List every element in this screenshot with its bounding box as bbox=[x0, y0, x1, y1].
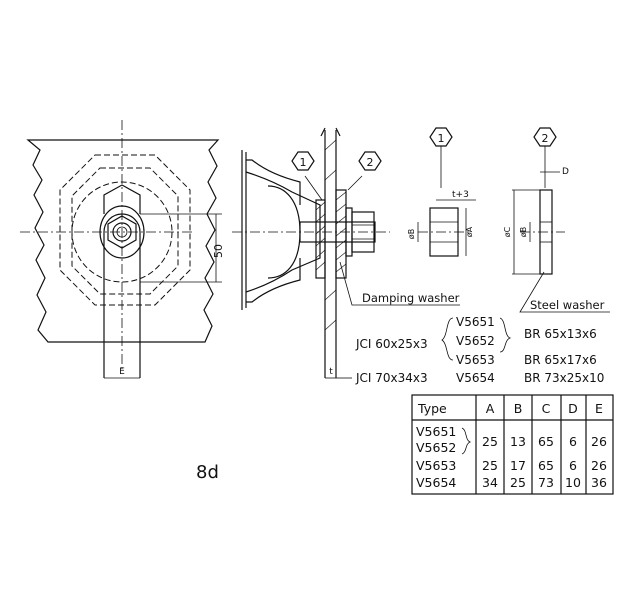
table-header-A: A bbox=[486, 401, 495, 416]
damping-washer-left bbox=[315, 199, 326, 279]
table-header-E: E bbox=[595, 401, 603, 416]
spec-type-v5652: V5652 bbox=[456, 334, 495, 348]
spec-type-v5654: V5654 bbox=[456, 371, 495, 385]
table-row-3-B: 25 bbox=[510, 475, 526, 490]
table-row-3-E: 36 bbox=[591, 475, 607, 490]
dim-50: 50 bbox=[212, 244, 225, 258]
table-row-1-C: 65 bbox=[538, 434, 554, 449]
dim-phiA: øA bbox=[465, 226, 474, 237]
table-row-2-C: 65 bbox=[538, 458, 554, 473]
spec-br-1: BR 65x13x6 bbox=[524, 327, 597, 341]
figure-label: 8d bbox=[196, 462, 219, 483]
dim-phiB-2: øB bbox=[519, 227, 528, 237]
spec-br-2: BR 65x17x6 bbox=[524, 353, 597, 367]
dim-E: E bbox=[119, 367, 125, 377]
svg-text:1: 1 bbox=[438, 132, 445, 145]
table-row-1-type-1: V5651 bbox=[416, 424, 456, 439]
damping-washer-note: Damping washer bbox=[362, 291, 460, 305]
dim-phiB-1: øB bbox=[407, 229, 416, 239]
steel-washer-note: Steel washer bbox=[530, 298, 605, 312]
bracket-outline bbox=[103, 184, 141, 214]
table-row-3-C: 73 bbox=[538, 475, 554, 490]
table-row-3-A: 34 bbox=[482, 475, 498, 490]
spec-type-v5651: V5651 bbox=[456, 315, 495, 329]
table-row-1-E: 26 bbox=[591, 434, 607, 449]
nut bbox=[351, 211, 375, 253]
table-row-1-A: 25 bbox=[482, 434, 498, 449]
table-header-B: B bbox=[514, 401, 523, 416]
detail-2-steel-washer: 2 D øC øB Steel washer bbox=[503, 127, 610, 313]
table-row-1-D: 6 bbox=[569, 434, 577, 449]
dim-D: D bbox=[562, 167, 569, 177]
inner-dashed-octagon bbox=[71, 167, 179, 295]
detail-1-damping-washer: 1 t+3 øB øA bbox=[407, 127, 476, 257]
table-row-2-A: 25 bbox=[482, 458, 498, 473]
side-section-view: t Damping washer bbox=[232, 127, 460, 379]
plate-outline bbox=[26, 139, 220, 343]
table-header-type: Type bbox=[417, 401, 447, 416]
callout-1-section: 1 bbox=[291, 151, 315, 171]
dim-t: t bbox=[329, 367, 333, 377]
spec-br-3: BR 73x25x10 bbox=[524, 371, 604, 385]
callout-2-section: 2 bbox=[358, 151, 382, 171]
table-header-D: D bbox=[568, 401, 578, 416]
spec-type-v5653: V5653 bbox=[456, 353, 495, 367]
svg-text:2: 2 bbox=[542, 132, 549, 145]
dim-phiC: øC bbox=[503, 226, 512, 237]
svg-text:1: 1 bbox=[300, 156, 307, 169]
table-row-1-type-2: V5652 bbox=[416, 440, 456, 455]
table-row-3-D: 10 bbox=[565, 475, 581, 490]
dim-t-plus-3: t+3 bbox=[452, 190, 469, 200]
table-row-1-B: 13 bbox=[510, 434, 526, 449]
table-row-2-D: 6 bbox=[569, 458, 577, 473]
front-view: 50 E bbox=[20, 120, 225, 379]
table-row-2-B: 17 bbox=[510, 458, 526, 473]
table-header-C: C bbox=[542, 401, 551, 416]
outer-dashed-octagon bbox=[59, 154, 191, 306]
spec-list: JCI 60x25x3 V5651 V5652 V5653 BR 65x13x6… bbox=[355, 315, 604, 385]
spec-model-2: JCI 70x34x3 bbox=[355, 371, 428, 385]
table-row-3-type: V5654 bbox=[416, 475, 456, 490]
spec-model-1: JCI 60x25x3 bbox=[355, 337, 428, 351]
dimension-table: Type A B C D E V5651 V5652 25 13 65 6 26… bbox=[411, 394, 614, 495]
svg-text:2: 2 bbox=[367, 156, 374, 169]
table-row-2-E: 26 bbox=[591, 458, 607, 473]
table-row-2-type: V5653 bbox=[416, 458, 456, 473]
